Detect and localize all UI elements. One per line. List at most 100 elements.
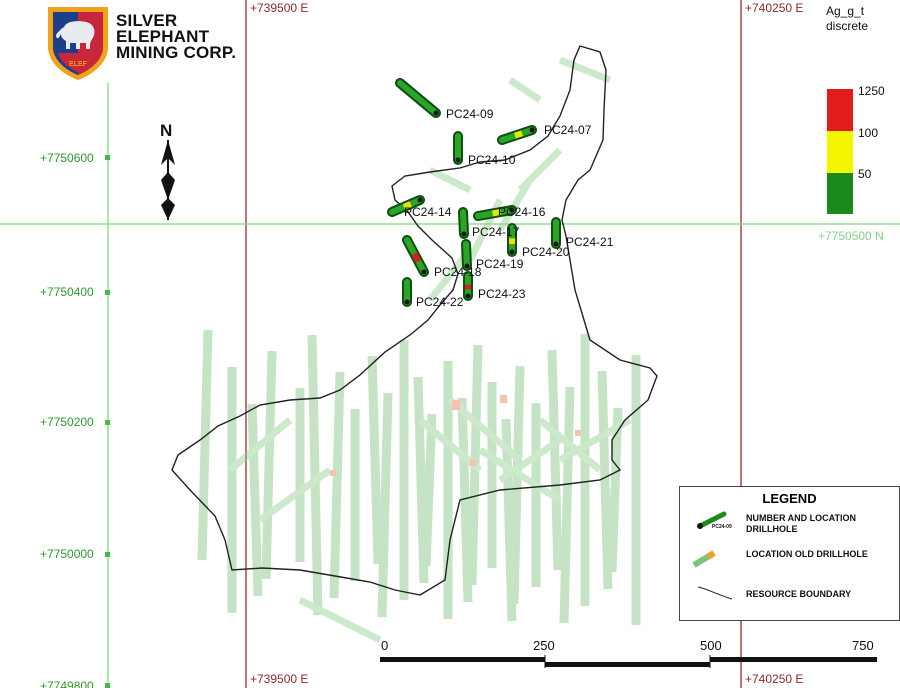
scale-label-0: 0 [381, 638, 388, 653]
scale-label-500: 500 [700, 638, 722, 653]
logo-text: ELEF [69, 61, 88, 68]
drillhole-trace [460, 209, 467, 237]
drillhole-collar [421, 269, 427, 275]
old-drillhole-trace [501, 418, 517, 622]
drillhole-label: PC24-14 [404, 205, 452, 219]
colorbar-yellow [827, 131, 853, 173]
old-drillhole-high-grade [470, 460, 476, 466]
legend-boundary-label: RESOURCE BOUNDARY [746, 589, 852, 599]
drillhole-collar [464, 263, 470, 269]
drillhole-trace [463, 241, 470, 269]
drillhole-label: PC24-10 [468, 153, 516, 167]
old-drillhole-trace [517, 147, 563, 193]
drillhole-label: PC24-18 [434, 265, 482, 279]
colorbar-title: Ag_g_t discrete [826, 4, 868, 34]
colorbar-red [827, 89, 853, 131]
legend-new-hole-label: NUMBER AND LOCATION DRILLHOLE [746, 513, 856, 534]
company-name-line-2: ELEPHANT [116, 27, 210, 46]
drillhole-grade-interval [513, 130, 524, 139]
old-drillhole-trace [261, 350, 277, 580]
northing-label-7749800: +7749800 [40, 679, 94, 688]
colorbar-tick-100: 100 [858, 126, 878, 140]
colorbar-title-line-2: discrete [826, 19, 869, 33]
drillhole-label: PC24-19 [476, 257, 524, 271]
drillhole-collar [455, 157, 461, 163]
old-drillhole-trace [447, 397, 523, 463]
scale-label-750: 750 [852, 638, 874, 653]
colorbar-title-line-1: Ag_g_t [826, 4, 865, 18]
scale-label-250: 250 [533, 638, 555, 653]
old-drillhole-trace [428, 166, 472, 194]
legend-old-hole-icon [692, 550, 716, 568]
old-drillhole-trace [508, 77, 542, 103]
legend-old-hole-label: LOCATION OLD DRILLHOLE [746, 549, 868, 559]
ag-colorbar: 1250 100 50 [827, 84, 885, 214]
northing-label-7750000: +7750000 [40, 547, 94, 561]
old-drillhole-high-grade [500, 395, 507, 403]
company-name: SILVER ELEPHANT MINING CORP. [116, 11, 237, 62]
old-drillhole-trace [537, 417, 603, 473]
old-drillhole-trace [509, 365, 525, 605]
colorbar-green [827, 173, 853, 214]
legend-new-hole-sample: PC24-09 [712, 524, 732, 530]
map-legend: LEGEND PC24-09 NUMBER AND LOCATION DRILL… [679, 486, 900, 621]
elephant-shield-icon: ELEF [48, 7, 108, 80]
drillhole-collar [553, 241, 559, 247]
drillhole-trace [397, 80, 439, 116]
northing-ticks [105, 155, 110, 688]
drillhole-collar [509, 207, 515, 213]
northing-label-7750200: +7750200 [40, 415, 94, 429]
drillhole-label: PC24-23 [478, 287, 526, 301]
colorbar-tick-1250: 1250 [858, 84, 885, 98]
old-drillhole-trace [298, 596, 382, 644]
drillhole-label: PC24-22 [416, 295, 464, 309]
old-drillhole-trace [377, 392, 393, 618]
old-drillhole-high-grade [575, 430, 581, 436]
old-drillhole-trace [558, 416, 632, 464]
drillhole-label: PC24-21 [566, 235, 614, 249]
old-drillhole-trace [417, 417, 483, 473]
old-drillhole-trace [467, 344, 483, 586]
old-drillhole-high-grade [330, 470, 336, 476]
scale-bar: 0 250 500 750 [380, 638, 877, 668]
company-name-line-1: SILVER [116, 11, 178, 30]
old-drillhole-trace [558, 56, 612, 84]
old-drillhole-trace [307, 334, 323, 616]
company-name-line-3: MINING CORP. [116, 43, 237, 62]
old-drillhole-trace [496, 178, 534, 232]
old-drillhole-trace [478, 447, 562, 503]
old-drillhole-trace [547, 349, 563, 571]
legend-title: LEGEND [762, 491, 817, 506]
drillhole-collar [461, 231, 467, 237]
resource-boundary [171, 45, 658, 596]
drillhole-collar [417, 197, 423, 203]
drillhole-grade-interval [411, 252, 422, 263]
drillhole-collar [404, 299, 410, 305]
old-drillhole-trace [227, 417, 293, 473]
old-drillhole-trace [413, 376, 429, 584]
north-arrow-label: N [160, 121, 172, 140]
drillhole-label: PC24-17 [472, 225, 520, 239]
legend-new-hole-icon [697, 511, 727, 529]
old-drillhole-trace [197, 329, 213, 561]
drillhole-grade-interval [492, 209, 502, 217]
legend-boundary-icon [697, 586, 733, 600]
old-drillhole-trace [597, 370, 613, 590]
north-arrow: N [160, 121, 175, 220]
old-drillhole-trace [457, 397, 473, 603]
new-drillholes [387, 78, 561, 307]
old-drillhole-trace [367, 355, 383, 565]
old-drillholes [197, 56, 641, 644]
northing-label-right: +7750500 N [818, 229, 884, 243]
drillhole-collar [529, 127, 535, 133]
old-drillhole-trace [247, 403, 263, 597]
northing-label-7750600: +7750600 [40, 151, 94, 165]
old-drillhole-trace [257, 467, 333, 523]
easting-label-top-740250: +740250 E [745, 1, 803, 15]
easting-label-bottom-739500: +739500 E [250, 672, 308, 686]
drillhole-label: PC24-09 [446, 107, 494, 121]
old-drillhole-trace [498, 437, 562, 483]
drillhole-collar [509, 249, 515, 255]
